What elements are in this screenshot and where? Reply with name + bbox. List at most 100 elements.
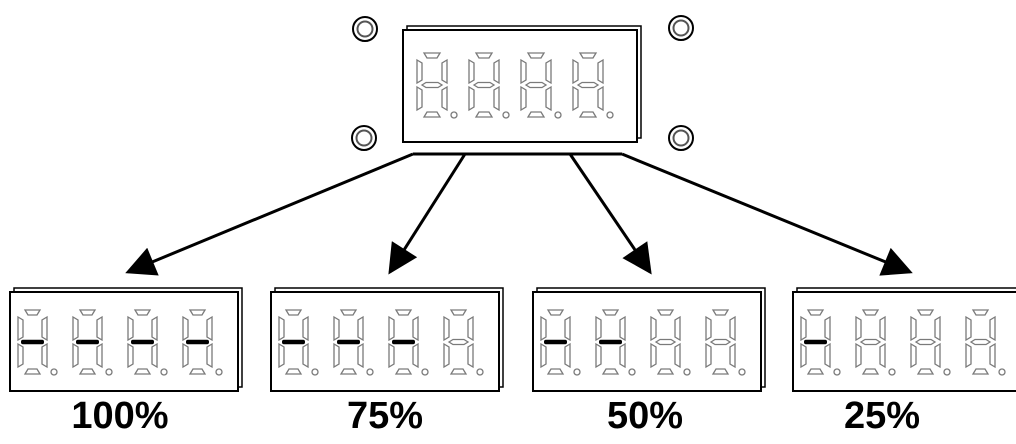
segment-lower-right bbox=[467, 342, 474, 369]
segment-lower-left bbox=[468, 85, 475, 112]
digit-2 bbox=[855, 309, 896, 376]
segment-bottom bbox=[188, 368, 207, 375]
digit-1 bbox=[540, 309, 581, 376]
digit-3 bbox=[910, 309, 951, 376]
decimal-point bbox=[311, 368, 319, 376]
segment-bottom bbox=[711, 368, 730, 375]
segment-middle bbox=[447, 338, 470, 346]
decimal-point bbox=[554, 111, 562, 119]
segment-middle-lit bbox=[282, 339, 305, 345]
digit-4 bbox=[965, 309, 1006, 376]
segment-top bbox=[284, 309, 303, 316]
level-label-100: 100% bbox=[71, 395, 169, 437]
segment-middle-lit bbox=[21, 339, 44, 345]
segment-lower-left bbox=[72, 342, 79, 369]
segment-lower-right bbox=[729, 342, 736, 369]
segment-bottom bbox=[656, 368, 675, 375]
arrow-to-50 bbox=[568, 153, 652, 275]
decimal-point bbox=[833, 368, 841, 376]
segment-lower-right bbox=[151, 342, 158, 369]
segment-lower-left bbox=[17, 342, 24, 369]
segment-upper-left bbox=[72, 315, 79, 342]
digit-4 bbox=[705, 309, 746, 376]
segment-lower-left bbox=[595, 342, 602, 369]
segment-middle-lit bbox=[544, 339, 567, 345]
segment-lower-right bbox=[302, 342, 309, 369]
segment-top bbox=[656, 309, 675, 316]
segment-upper-left bbox=[520, 58, 527, 85]
segment-lower-right bbox=[619, 342, 626, 369]
segment-upper-right bbox=[493, 58, 500, 85]
segment-bottom bbox=[916, 368, 935, 375]
segment-bottom bbox=[394, 368, 413, 375]
segment-lower-left bbox=[540, 342, 547, 369]
segment-top bbox=[546, 309, 565, 316]
decimal-point bbox=[606, 111, 614, 119]
segment-lower-left bbox=[855, 342, 862, 369]
decimal-point bbox=[105, 368, 113, 376]
segment-upper-left bbox=[333, 315, 340, 342]
arrow-to-75 bbox=[388, 153, 467, 275]
decimal-point bbox=[215, 368, 223, 376]
segment-top bbox=[474, 52, 494, 59]
hole-inner-ring bbox=[355, 129, 373, 147]
segment-lower-left bbox=[800, 342, 807, 369]
segment-bottom bbox=[971, 368, 990, 375]
segment-upper-left bbox=[540, 315, 547, 342]
segment-lower-left bbox=[127, 342, 134, 369]
decimal-point bbox=[450, 111, 458, 119]
segment-middle bbox=[420, 81, 444, 89]
display-75 bbox=[270, 287, 504, 392]
segment-upper-right bbox=[467, 315, 474, 342]
digit-1 bbox=[17, 309, 58, 376]
segment-lower-right bbox=[441, 85, 448, 112]
segment-bottom bbox=[422, 111, 442, 118]
segment-upper-right bbox=[729, 315, 736, 342]
segment-bottom bbox=[133, 368, 152, 375]
segment-middle bbox=[709, 338, 732, 346]
segment-top bbox=[133, 309, 152, 316]
segment-bottom bbox=[526, 111, 546, 118]
segment-upper-right bbox=[151, 315, 158, 342]
digit-3 bbox=[388, 309, 429, 376]
level-label-50: 50% bbox=[606, 395, 684, 437]
segment-upper-left bbox=[855, 315, 862, 342]
display-25 bbox=[792, 287, 1016, 392]
segment-upper-left bbox=[416, 58, 423, 85]
segment-top bbox=[394, 309, 413, 316]
segment-lower-right bbox=[412, 342, 419, 369]
segment-middle-lit bbox=[131, 339, 154, 345]
segment-top bbox=[861, 309, 880, 316]
segment-lower-right bbox=[597, 85, 604, 112]
segment-upper-right bbox=[619, 315, 626, 342]
digit-4 bbox=[572, 52, 614, 119]
segment-lower-right bbox=[206, 342, 213, 369]
digit-1 bbox=[278, 309, 319, 376]
segment-top bbox=[422, 52, 442, 59]
segment-upper-left bbox=[650, 315, 657, 342]
decimal-point bbox=[683, 368, 691, 376]
segment-bottom bbox=[23, 368, 42, 375]
segment-upper-left bbox=[595, 315, 602, 342]
decimal-point bbox=[160, 368, 168, 376]
segment-middle bbox=[472, 81, 496, 89]
segment-bottom bbox=[601, 368, 620, 375]
segment-upper-right bbox=[206, 315, 213, 342]
segment-upper-right bbox=[879, 315, 886, 342]
mounting-hole-bottom-left bbox=[351, 125, 377, 151]
segment-upper-left bbox=[965, 315, 972, 342]
segment-top bbox=[23, 309, 42, 316]
segment-upper-right bbox=[412, 315, 419, 342]
decimal-point bbox=[476, 368, 484, 376]
segment-middle bbox=[576, 81, 600, 89]
segment-middle-lit bbox=[804, 339, 827, 345]
level-label-75: 75% bbox=[346, 395, 424, 437]
segment-top bbox=[806, 309, 825, 316]
decimal-point bbox=[943, 368, 951, 376]
segment-lower-right bbox=[96, 342, 103, 369]
decimal-point bbox=[366, 368, 374, 376]
segment-lower-right bbox=[564, 342, 571, 369]
segment-upper-right bbox=[302, 315, 309, 342]
segment-lower-left bbox=[650, 342, 657, 369]
